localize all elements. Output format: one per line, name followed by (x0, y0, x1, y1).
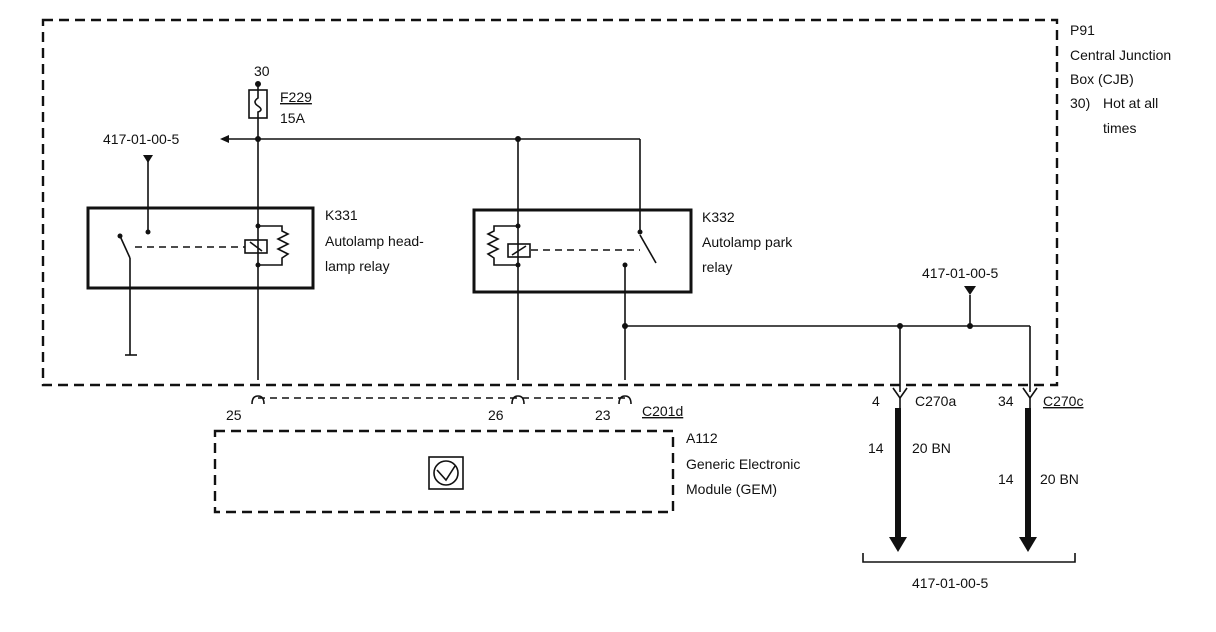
c201d-ref: C201d (642, 403, 683, 419)
cjb-boundary (41, 18, 1059, 387)
relay-k332-coil (507, 243, 531, 258)
cjb-ref: P91 (1070, 22, 1095, 38)
gem-boundary (213, 429, 675, 514)
connector-c270a: 4 C270a 14 20 BN (868, 387, 956, 552)
relay-k331-coil (244, 239, 268, 254)
c270a-pin: 4 (872, 393, 880, 409)
output-bus: 417-01-00-5 (622, 265, 1031, 392)
c201d-pin-26: 26 (488, 407, 504, 423)
c270c-wire-color: 20 BN (1040, 471, 1079, 487)
relay-k331-box (86, 206, 315, 290)
fuse-element-icon (254, 90, 262, 118)
c270c-pin: 34 (998, 393, 1014, 409)
wire-arrow-icon (889, 537, 907, 552)
cjb-note-key: 30) (1070, 95, 1090, 111)
c270a-ref: C270a (915, 393, 956, 409)
fuse-ref: F229 (280, 89, 312, 105)
xref-bottom: 417-01-00-5 (912, 575, 988, 591)
relay-k332-box (472, 208, 693, 294)
cjb-name-line2: Box (CJB) (1070, 71, 1134, 87)
fuse-rating: 15A (280, 110, 306, 126)
bottom-xref: 417-01-00-5 (862, 553, 1076, 591)
relay-k332-ref: K332 (702, 209, 735, 225)
c270c-wire-gauge: 14 (998, 471, 1014, 487)
relay-k332: K332 Autolamp park relay (472, 139, 793, 380)
xref-top-left: 417-01-00-5 (103, 131, 179, 147)
fuse-f229: 30 F229 15A (248, 63, 312, 126)
c201d-pin-25: 25 (226, 407, 242, 423)
c270c-ref: C270c (1043, 393, 1083, 409)
fuse-circuit-label: 30 (254, 63, 270, 79)
c270a-wire-color: 20 BN (912, 440, 951, 456)
c270a-wire-gauge: 14 (868, 440, 884, 456)
gem-name-line1: Generic Electronic (686, 456, 800, 472)
xref-mid-right: 417-01-00-5 (922, 265, 998, 281)
connector-c270c: 34 C270c 14 20 BN (998, 387, 1083, 552)
gem-name-line2: Module (GEM) (686, 481, 777, 497)
relay-k331-name-line1: Autolamp head- (325, 233, 424, 249)
gem-module: A112 Generic Electronic Module (GEM) (213, 429, 800, 514)
relay-k332-name-line2: relay (702, 259, 732, 275)
cjb-note-line2: times (1103, 120, 1136, 136)
gem-ref: A112 (686, 430, 718, 446)
xref-arrow-icon (964, 286, 976, 295)
top-bus: 417-01-00-5 (103, 118, 641, 232)
c201d-pin-23: 23 (595, 407, 611, 423)
relay-k331: K331 Autolamp head- lamp relay (86, 139, 424, 380)
ground-icon (143, 155, 153, 163)
cjb-name-line1: Central Junction (1070, 47, 1171, 63)
cjb-note-line1: Hot at all (1103, 95, 1158, 111)
xref-arrow-icon (220, 135, 229, 143)
relay-k331-name-line2: lamp relay (325, 258, 390, 274)
cjb-label: P91 Central Junction Box (CJB) 30) Hot a… (1070, 22, 1171, 136)
wire-arrow-icon (1019, 537, 1037, 552)
relay-k331-ref: K331 (325, 207, 358, 223)
relay-k332-name-line1: Autolamp park (702, 234, 793, 250)
module-icon (428, 456, 464, 490)
connector-c201d: 25 26 23 C201d (226, 395, 683, 423)
